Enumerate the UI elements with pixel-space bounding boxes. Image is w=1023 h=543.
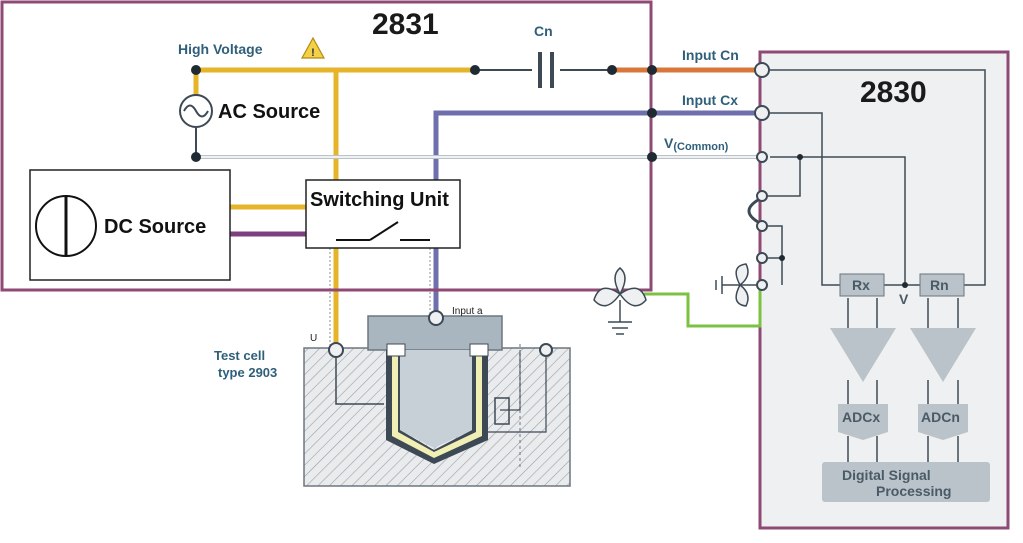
dsp-label-line2: Processing	[876, 483, 951, 499]
unit-2830-label: 2830	[860, 76, 927, 109]
amplifier-n	[910, 328, 976, 382]
ground-wire	[644, 284, 762, 328]
sine-wave-icon	[183, 104, 209, 118]
capacitor-icon	[538, 52, 554, 88]
unit-2831-enclosure	[0, 0, 653, 292]
chassis-ground-icon	[715, 263, 756, 307]
u-label: U	[310, 333, 317, 344]
input-cx-label: Input Cx	[682, 92, 738, 108]
rx-block	[839, 273, 885, 297]
cn-label: Cn	[534, 23, 553, 39]
adcn-block	[918, 404, 968, 440]
unit-2830-wiring	[762, 69, 986, 462]
adcx-label: ADCx	[842, 409, 880, 425]
test-cell-label-line1: Test cell	[214, 348, 265, 363]
svg-text:!: !	[311, 47, 315, 59]
amplifier-x	[830, 328, 896, 382]
input-a-label: Input a	[452, 306, 483, 317]
guard-terminal	[539, 343, 553, 357]
v-common-label: V(Common)	[664, 135, 729, 153]
ac-source	[179, 94, 213, 128]
input-a-terminal	[428, 310, 444, 326]
input-cn-label: Input Cn	[682, 47, 739, 63]
dc-source-icon	[35, 195, 97, 257]
dsp-block	[822, 462, 990, 502]
warning-triangle-icon: !	[300, 36, 326, 59]
terminals-2830	[754, 62, 770, 291]
dsp-label-line1: Digital Signal	[842, 467, 931, 483]
test-cell-label-line2: type 2903	[218, 365, 277, 380]
rx-label: Rx	[852, 277, 870, 293]
rn-label: Rn	[930, 277, 949, 293]
ground-icon	[593, 267, 647, 335]
adcn-label: ADCn	[921, 409, 960, 425]
ac-source-label: AC Source	[218, 101, 320, 123]
unit-2831-label: 2831	[372, 8, 439, 41]
junction-dots	[191, 65, 908, 288]
u-terminal	[328, 342, 344, 358]
rn-block	[919, 273, 965, 297]
v-node-label: V	[899, 291, 909, 307]
switching-unit-label: Switching Unit	[310, 189, 449, 211]
test-cell	[303, 315, 571, 487]
high-voltage-label: High Voltage	[178, 41, 263, 57]
switch-icon	[336, 221, 430, 241]
dc-source-label: DC Source	[104, 216, 206, 238]
adcx-block	[838, 404, 888, 440]
switching-unit-box	[305, 179, 461, 249]
shield-loop	[747, 198, 759, 224]
